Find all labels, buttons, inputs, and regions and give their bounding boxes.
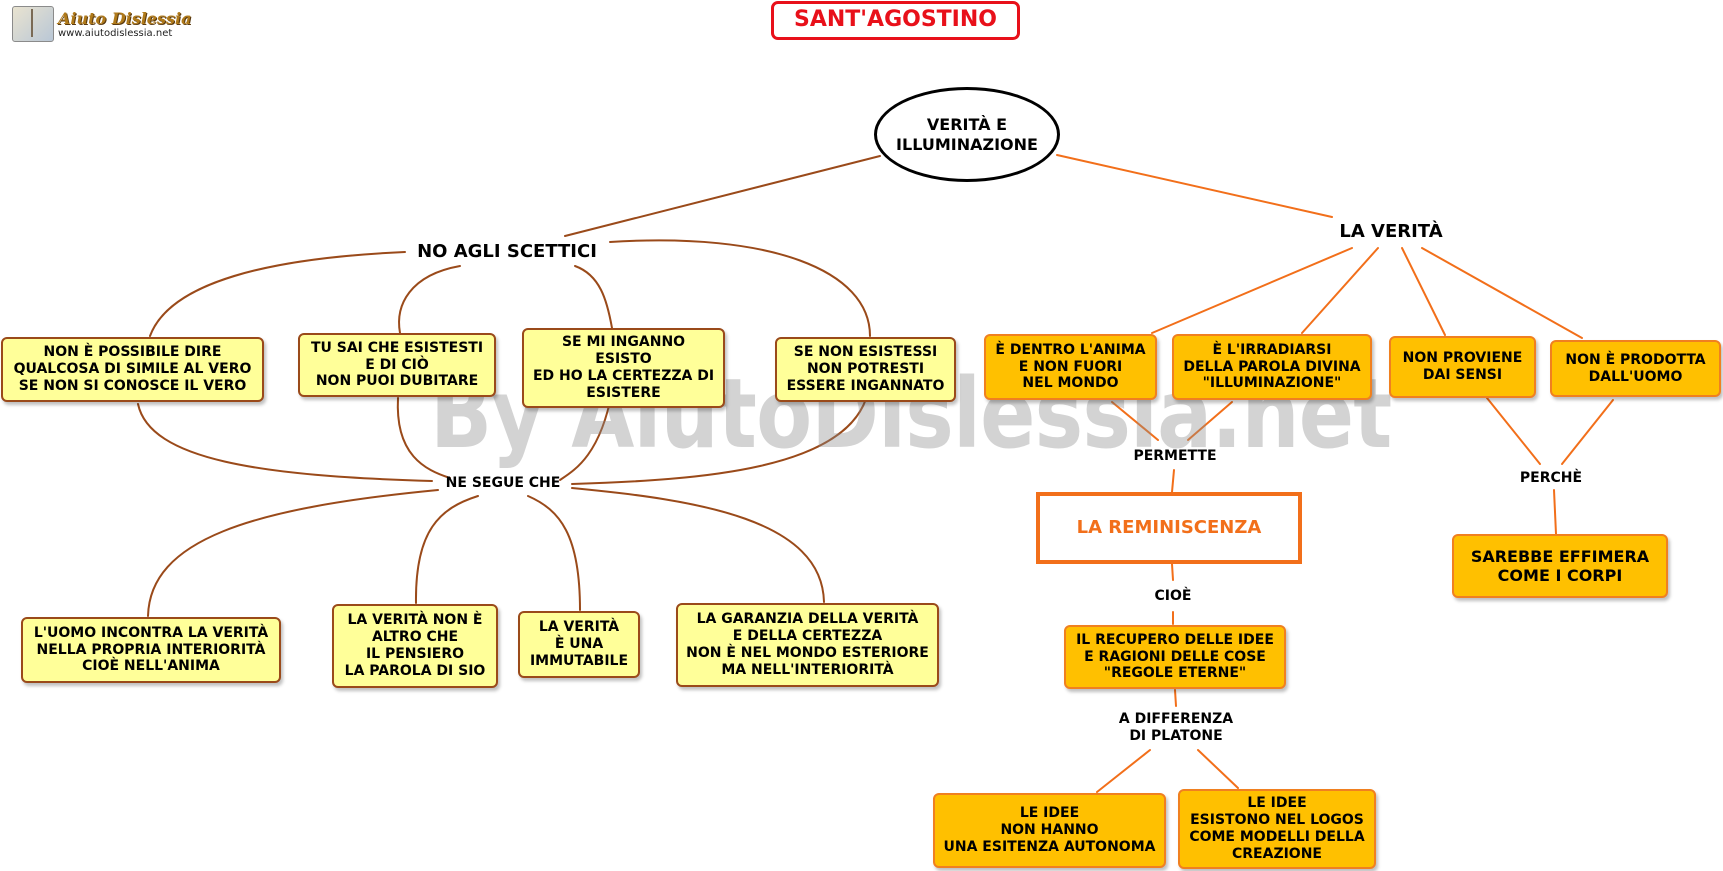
idee-node-1: LE IDEE NON HANNO UNA ESITENZA AUTONOMA: [933, 793, 1166, 868]
link-prop-3-perche: [1486, 397, 1541, 465]
link-verita-prop-1: [1151, 247, 1353, 334]
property-node-1: È DENTRO L'ANIMA E NON FUORI NEL MONDO: [984, 334, 1157, 400]
link-segue-conclusion-1: [147, 489, 439, 617]
premise-node-4: SE NON ESISTESSI NON POTRESTI ESSERE ING…: [775, 337, 956, 402]
property-node-2: È L'IRRADIARSI DELLA PAROLA DIVINA "ILLU…: [1172, 334, 1372, 400]
link-verita-prop-2: [1301, 247, 1379, 334]
connector-permette: PERMETTE: [1133, 447, 1217, 464]
property-node-4: NON È PRODOTTA DALL'UOMO: [1550, 340, 1721, 397]
site-logo[interactable]: Aiuto Dislessia www.aiutodislessia.net: [12, 6, 191, 42]
link-prop-2-permette: [1187, 401, 1233, 441]
branch-label-no-agli-scettici: NO AGLI SCETTICI: [417, 241, 597, 263]
link-prop-4-perche: [1561, 399, 1614, 465]
logo-url: www.aiutodislessia.net: [58, 28, 173, 39]
logo-name: Aiuto Dislessia: [58, 9, 192, 28]
link-scettici-premise-2: [398, 265, 461, 334]
link-root-scettici: [564, 155, 881, 237]
link-segue-conclusion-2: [414, 495, 479, 604]
premise-node-3: SE MI INGANNO ESISTO ED HO LA CERTEZZA D…: [522, 328, 725, 408]
root-node: VERITÀ E ILLUMINAZIONE: [874, 87, 1060, 182]
link-differenza-idee-1: [1096, 749, 1151, 793]
conclusion-node-1: L'UOMO INCONTRA LA VERITÀ NELLA PROPRIA …: [21, 617, 281, 683]
link-recupero-differenza: [1174, 689, 1177, 707]
connector-ne-segue-che: NE SEGUE CHE: [445, 474, 561, 491]
idee-node-2: LE IDEE ESISTONO NEL LOGOS COME MODELLI …: [1178, 789, 1376, 869]
link-root-verita: [1056, 154, 1333, 218]
link-scettici-premise-1: [149, 251, 406, 337]
link-scettici-premise-3: [574, 265, 613, 329]
link-verita-prop-3: [1401, 247, 1446, 336]
map-title: SANT'AGOSTINO: [771, 1, 1020, 40]
effimera-node: SAREBBE EFFIMERA COME I CORPI: [1452, 534, 1668, 598]
premise-node-2: TU SAI CHE ESISTESTI E DI CIÒ NON PUOI D…: [298, 333, 496, 397]
link-verita-prop-4: [1421, 247, 1583, 339]
reminiscenza-node: LA REMINISCENZA: [1036, 492, 1302, 564]
link-premise-4-segue: [571, 391, 869, 485]
link-prop-1-permette: [1111, 401, 1159, 441]
property-node-3: NON PROVIENE DAI SENSI: [1389, 336, 1536, 398]
connector-cioe: CIOÈ: [1154, 587, 1192, 604]
link-differenza-idee-2: [1197, 749, 1239, 789]
link-perche-effimera: [1553, 489, 1557, 535]
book-icon: [12, 6, 54, 42]
link-premise-1-segue: [137, 403, 433, 482]
link-segue-conclusion-3: [527, 495, 581, 611]
link-scettici-premise-4: [609, 239, 871, 337]
conclusion-node-2: LA VERITÀ NON È ALTRO CHE IL PENSIERO LA…: [332, 604, 498, 688]
recupero-node: IL RECUPERO DELLE IDEE E RAGIONI DELLE C…: [1064, 625, 1286, 689]
connector-a-differenza-di-platone: A DIFFERENZA DI PLATONE: [1118, 711, 1234, 744]
connector-perche: PERCHÈ: [1519, 469, 1583, 486]
premise-node-1: NON È POSSIBILE DIRE QUALCOSA DI SIMILE …: [1, 337, 264, 402]
link-premise-2-segue: [396, 397, 451, 479]
conclusion-node-3: LA VERITÀ È UNA IMMUTABILE: [518, 611, 640, 678]
conclusion-node-4: LA GARANZIA DELLA VERITÀ E DELLA CERTEZZ…: [676, 603, 939, 687]
link-reminiscenza-cioe: [1171, 563, 1174, 581]
branch-label-la-verita: LA VERITÀ: [1339, 221, 1443, 243]
link-segue-conclusion-4: [571, 487, 825, 603]
link-permette-reminiscenza: [1171, 469, 1175, 493]
link-premise-3-segue: [559, 391, 613, 481]
